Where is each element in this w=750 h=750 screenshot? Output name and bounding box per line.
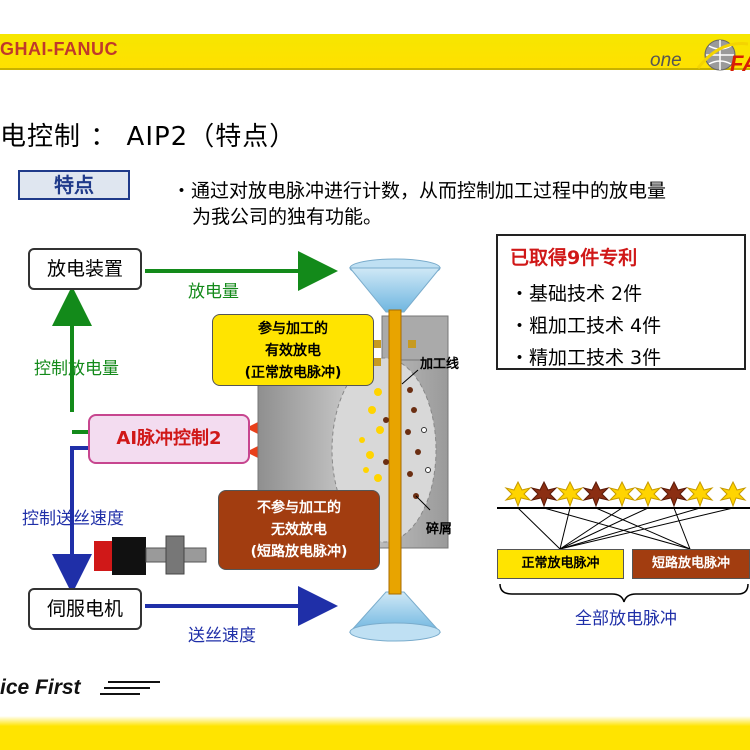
wire-label: 加工线	[420, 357, 460, 372]
upper-nozzle	[348, 267, 442, 313]
footer-speed-lines	[100, 681, 160, 695]
feature-description-line-2: 为我公司的独有功能。	[192, 206, 383, 228]
control-wire-speed-arrow	[52, 446, 92, 594]
control-discharge-label: 控制放电量	[34, 359, 119, 379]
motor-body	[112, 537, 146, 575]
patent-item-finish: ・精加工技术 3件	[510, 347, 662, 369]
logo-one-text: one	[650, 50, 682, 71]
short-pulse-box: 短路放电脉冲	[632, 549, 750, 579]
debris-label: 碎屑	[426, 522, 453, 537]
patent-title: 已取得9件专利	[510, 247, 638, 269]
header-bar	[0, 34, 750, 68]
header-divider	[0, 68, 750, 70]
control-wire-speed-label: 控制送丝速度	[22, 509, 124, 529]
ineffective-discharge-line-2: 无效放电	[271, 522, 327, 538]
pulse-spark-row	[504, 480, 747, 508]
footer-slogan: ice First	[0, 676, 81, 699]
ai-pulse-control-box: AI脉冲控制2	[88, 414, 250, 464]
motor-red-part	[94, 541, 116, 571]
ineffective-discharge-line-3: (短路放电脉冲)	[250, 544, 348, 560]
footer-bar	[0, 716, 750, 750]
logo-fa-text: FA	[730, 51, 750, 76]
pulse-connectors	[517, 507, 734, 550]
all-pulse-brace	[499, 583, 749, 603]
servo-motor-box: 伺服电机	[28, 588, 142, 630]
page-title: 电控制 ： AIP2（特点）	[0, 122, 297, 152]
wire-speed-label: 送丝速度	[188, 626, 256, 646]
motor-coupling	[165, 535, 185, 575]
normal-pulse-box: 正常放电脉冲	[497, 549, 624, 579]
feature-label-box: 特点	[18, 170, 130, 200]
effective-discharge-line-1: 参与加工的	[258, 321, 328, 337]
patent-item-rough: ・粗加工技术 4件	[510, 315, 662, 337]
ineffective-discharge-line-1: 不参与加工的	[257, 500, 341, 516]
effective-discharge-line-2: 有效放电	[265, 343, 321, 359]
globe-logo-icon	[696, 39, 749, 71]
patent-box	[496, 234, 746, 370]
effective-discharge-line-3: (正常放电脉冲)	[244, 365, 342, 381]
discharge-device-box: 放电装置	[28, 248, 142, 290]
effective-discharge-box: 参与加工的 有效放电 (正常放电脉冲)	[212, 314, 374, 386]
all-pulse-label: 全部放电脉冲	[575, 609, 677, 629]
ineffective-discharge-box: 不参与加工的 无效放电 (短路放电脉冲)	[218, 490, 380, 570]
discharge-amount-label: 放电量	[188, 282, 239, 302]
electrode-wire	[388, 309, 402, 595]
feature-description-line-1: ・通过对放电脉冲进行计数，从而控制加工过程中的放电量	[172, 180, 667, 202]
brand-name: GHAI-FANUC	[0, 39, 118, 59]
patent-item-basic: ・基础技术 2件	[510, 283, 643, 305]
